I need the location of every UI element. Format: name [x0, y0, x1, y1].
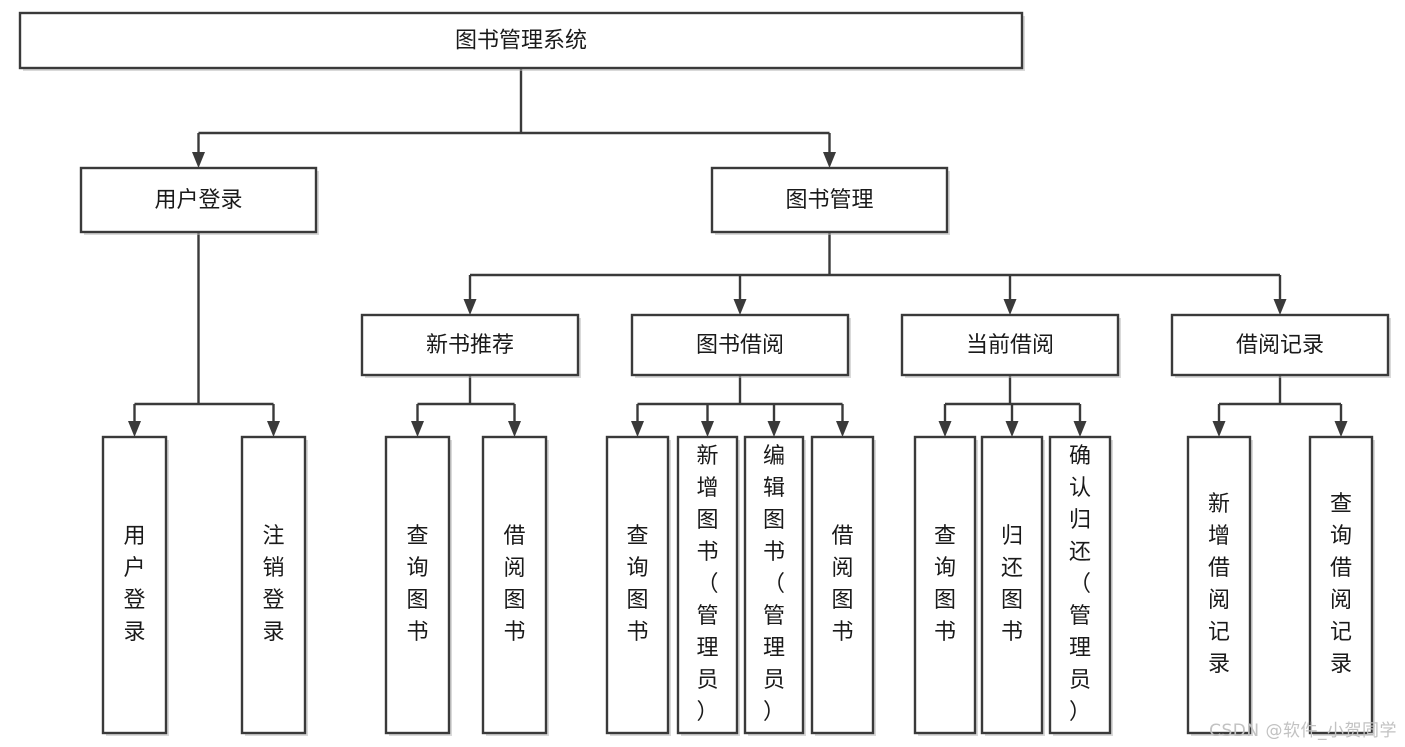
node-label: 查询图书 — [626, 524, 648, 645]
node-box — [1048, 435, 1112, 735]
node-label: 确认归还（管理员） — [1069, 444, 1091, 725]
node-box — [240, 435, 307, 735]
node-box — [79, 166, 318, 234]
node-box — [630, 313, 850, 377]
node-leaf-user-logout[interactable]: 注销登录 — [240, 435, 308, 736]
node-box — [710, 166, 949, 234]
node-leaf-bk-add[interactable]: 新增图书（管理员） — [676, 435, 740, 736]
node-label: 用户登录 — [123, 524, 145, 645]
node-label: 新增图书（管理员） — [696, 444, 718, 725]
node-box — [743, 435, 805, 735]
node-leaf-user-login[interactable]: 用户登录 — [101, 435, 169, 736]
node-label: 当前借阅 — [966, 333, 1054, 358]
edge-group-bookmgmt — [463, 232, 1287, 315]
node-leaf-cb-return[interactable]: 归还图书 — [980, 435, 1045, 736]
nodes-layer: 图书管理系统用户登录图书管理新书推荐图书借阅当前借阅借阅记录用户登录注销登录查询… — [18, 11, 1391, 736]
node-box — [980, 435, 1044, 735]
node-leaf-rc-add[interactable]: 新增借阅记录 — [1186, 435, 1253, 736]
node-box — [1308, 435, 1374, 735]
node-label: 借阅记录 — [1236, 333, 1324, 358]
node-label: 图书借阅 — [696, 333, 784, 358]
node-records[interactable]: 借阅记录 — [1170, 313, 1391, 378]
node-label: 用户登录 — [154, 188, 242, 213]
node-bookmgmt[interactable]: 图书管理 — [710, 166, 950, 235]
node-box — [605, 435, 670, 735]
edge-group-login — [128, 232, 280, 437]
node-box — [384, 435, 451, 735]
edge-group-root — [192, 68, 836, 168]
node-label: 查询图书 — [406, 524, 428, 645]
node-box — [913, 435, 977, 735]
edge-group-records — [1212, 375, 1348, 437]
node-root[interactable]: 图书管理系统 — [18, 11, 1025, 71]
node-label: 图书管理系统 — [455, 29, 587, 54]
node-box — [1170, 313, 1390, 377]
node-leaf-rc-query[interactable]: 查询借阅记录 — [1308, 435, 1375, 736]
node-label: 查询图书 — [934, 524, 956, 645]
node-label: 借阅图书 — [503, 524, 525, 645]
edges-layer — [128, 68, 1348, 437]
node-label: 编辑图书（管理员） — [763, 444, 785, 725]
node-leaf-bk-borrow[interactable]: 借阅图书 — [810, 435, 876, 736]
node-box — [900, 313, 1120, 377]
node-leaf-cb-query[interactable]: 查询图书 — [913, 435, 978, 736]
node-label: 借阅图书 — [831, 524, 853, 645]
node-box — [481, 435, 548, 735]
node-label: 注销登录 — [262, 524, 284, 645]
node-leaf-bk-query[interactable]: 查询图书 — [605, 435, 671, 736]
node-leaf-nb-borrow[interactable]: 借阅图书 — [481, 435, 549, 736]
node-box — [810, 435, 875, 735]
node-label: 查询借阅记录 — [1330, 492, 1352, 677]
node-box — [360, 313, 580, 377]
edge-group-borrow — [631, 375, 849, 437]
node-label: 图书管理 — [785, 188, 873, 213]
node-box — [101, 435, 168, 735]
node-leaf-nb-query[interactable]: 查询图书 — [384, 435, 452, 736]
node-box — [1186, 435, 1252, 735]
node-newbook[interactable]: 新书推荐 — [360, 313, 581, 378]
node-login[interactable]: 用户登录 — [79, 166, 319, 235]
edge-group-newbook — [411, 375, 521, 437]
node-label: 新书推荐 — [426, 333, 514, 358]
edge-group-current — [938, 375, 1087, 437]
node-current[interactable]: 当前借阅 — [900, 313, 1121, 378]
node-box — [676, 435, 739, 735]
node-box — [18, 11, 1024, 70]
node-label: 归还图书 — [1001, 524, 1023, 645]
node-leaf-bk-edit[interactable]: 编辑图书（管理员） — [743, 435, 806, 736]
node-leaf-cb-confirm[interactable]: 确认归还（管理员） — [1048, 435, 1113, 736]
node-borrow[interactable]: 图书借阅 — [630, 313, 851, 378]
csdn-watermark: CSDN @软件_小贺同学 — [1209, 721, 1397, 741]
node-label: 新增借阅记录 — [1208, 492, 1230, 677]
